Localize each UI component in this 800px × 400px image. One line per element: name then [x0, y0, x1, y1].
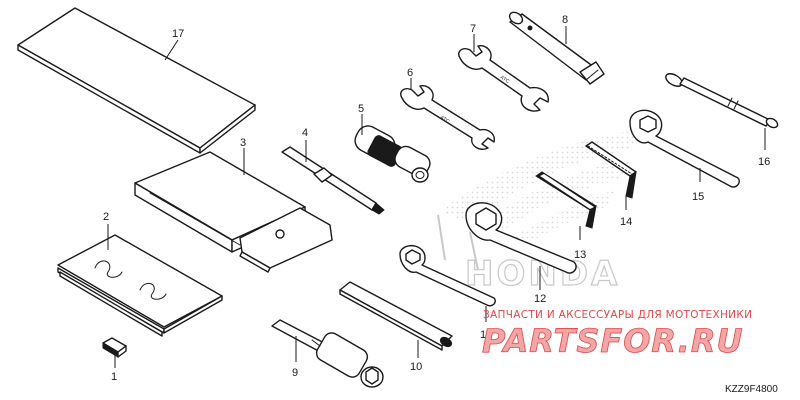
diagram-code: KZZ9F4800 [725, 384, 778, 395]
part-2-sheets [57, 234, 223, 337]
part-12-box-wrench [465, 202, 577, 274]
label-5: 5 [358, 103, 364, 115]
watermark-tagline: ЗАПЧАСТИ И АКСЕССУАРЫ ДЛЯ МОТОТЕХНИКИ [483, 309, 752, 321]
label-7: 7 [470, 23, 476, 35]
part-5-screwdriver-handle [354, 125, 431, 183]
part-4-screwdriver-bit [281, 146, 385, 215]
part-10-flat-bar [339, 281, 453, 351]
watermark-site: PARTSFOR.RU [482, 322, 743, 360]
part-6-wrench: ATC [400, 85, 495, 150]
label-4: 4 [302, 127, 308, 139]
part-11-box-wrench [399, 244, 496, 307]
label-6: 6 [407, 67, 413, 79]
part-7-wrench: ATC [458, 45, 549, 112]
label-11: 11 [480, 329, 491, 341]
part-15-box-wrench [629, 109, 740, 188]
label-15: 15 [692, 191, 704, 203]
label-2: 2 [103, 211, 109, 223]
label-13: 13 [574, 249, 586, 261]
label-10: 10 [410, 361, 422, 373]
part-17-manual [17, 7, 256, 154]
part-16-handle-rod [665, 73, 779, 129]
part-1-clip [102, 337, 127, 358]
part-3-tool-bag [134, 151, 333, 273]
part-9-socket [271, 319, 384, 388]
label-3: 3 [240, 137, 246, 149]
svg-text:ATC: ATC [499, 75, 511, 85]
part-8-plug-socket [508, 11, 605, 85]
part-13-hex-key [535, 171, 597, 229]
svg-text:ATC: ATC [439, 115, 451, 125]
label-14: 14 [620, 216, 632, 228]
label-8: 8 [562, 14, 568, 26]
label-12: 12 [534, 293, 546, 305]
label-1: 1 [111, 371, 117, 383]
label-17: 17 [172, 28, 184, 40]
leader-17 [164, 39, 179, 61]
label-16: 16 [758, 156, 770, 168]
label-9: 9 [292, 367, 298, 379]
part-14-hex-key [585, 141, 637, 199]
